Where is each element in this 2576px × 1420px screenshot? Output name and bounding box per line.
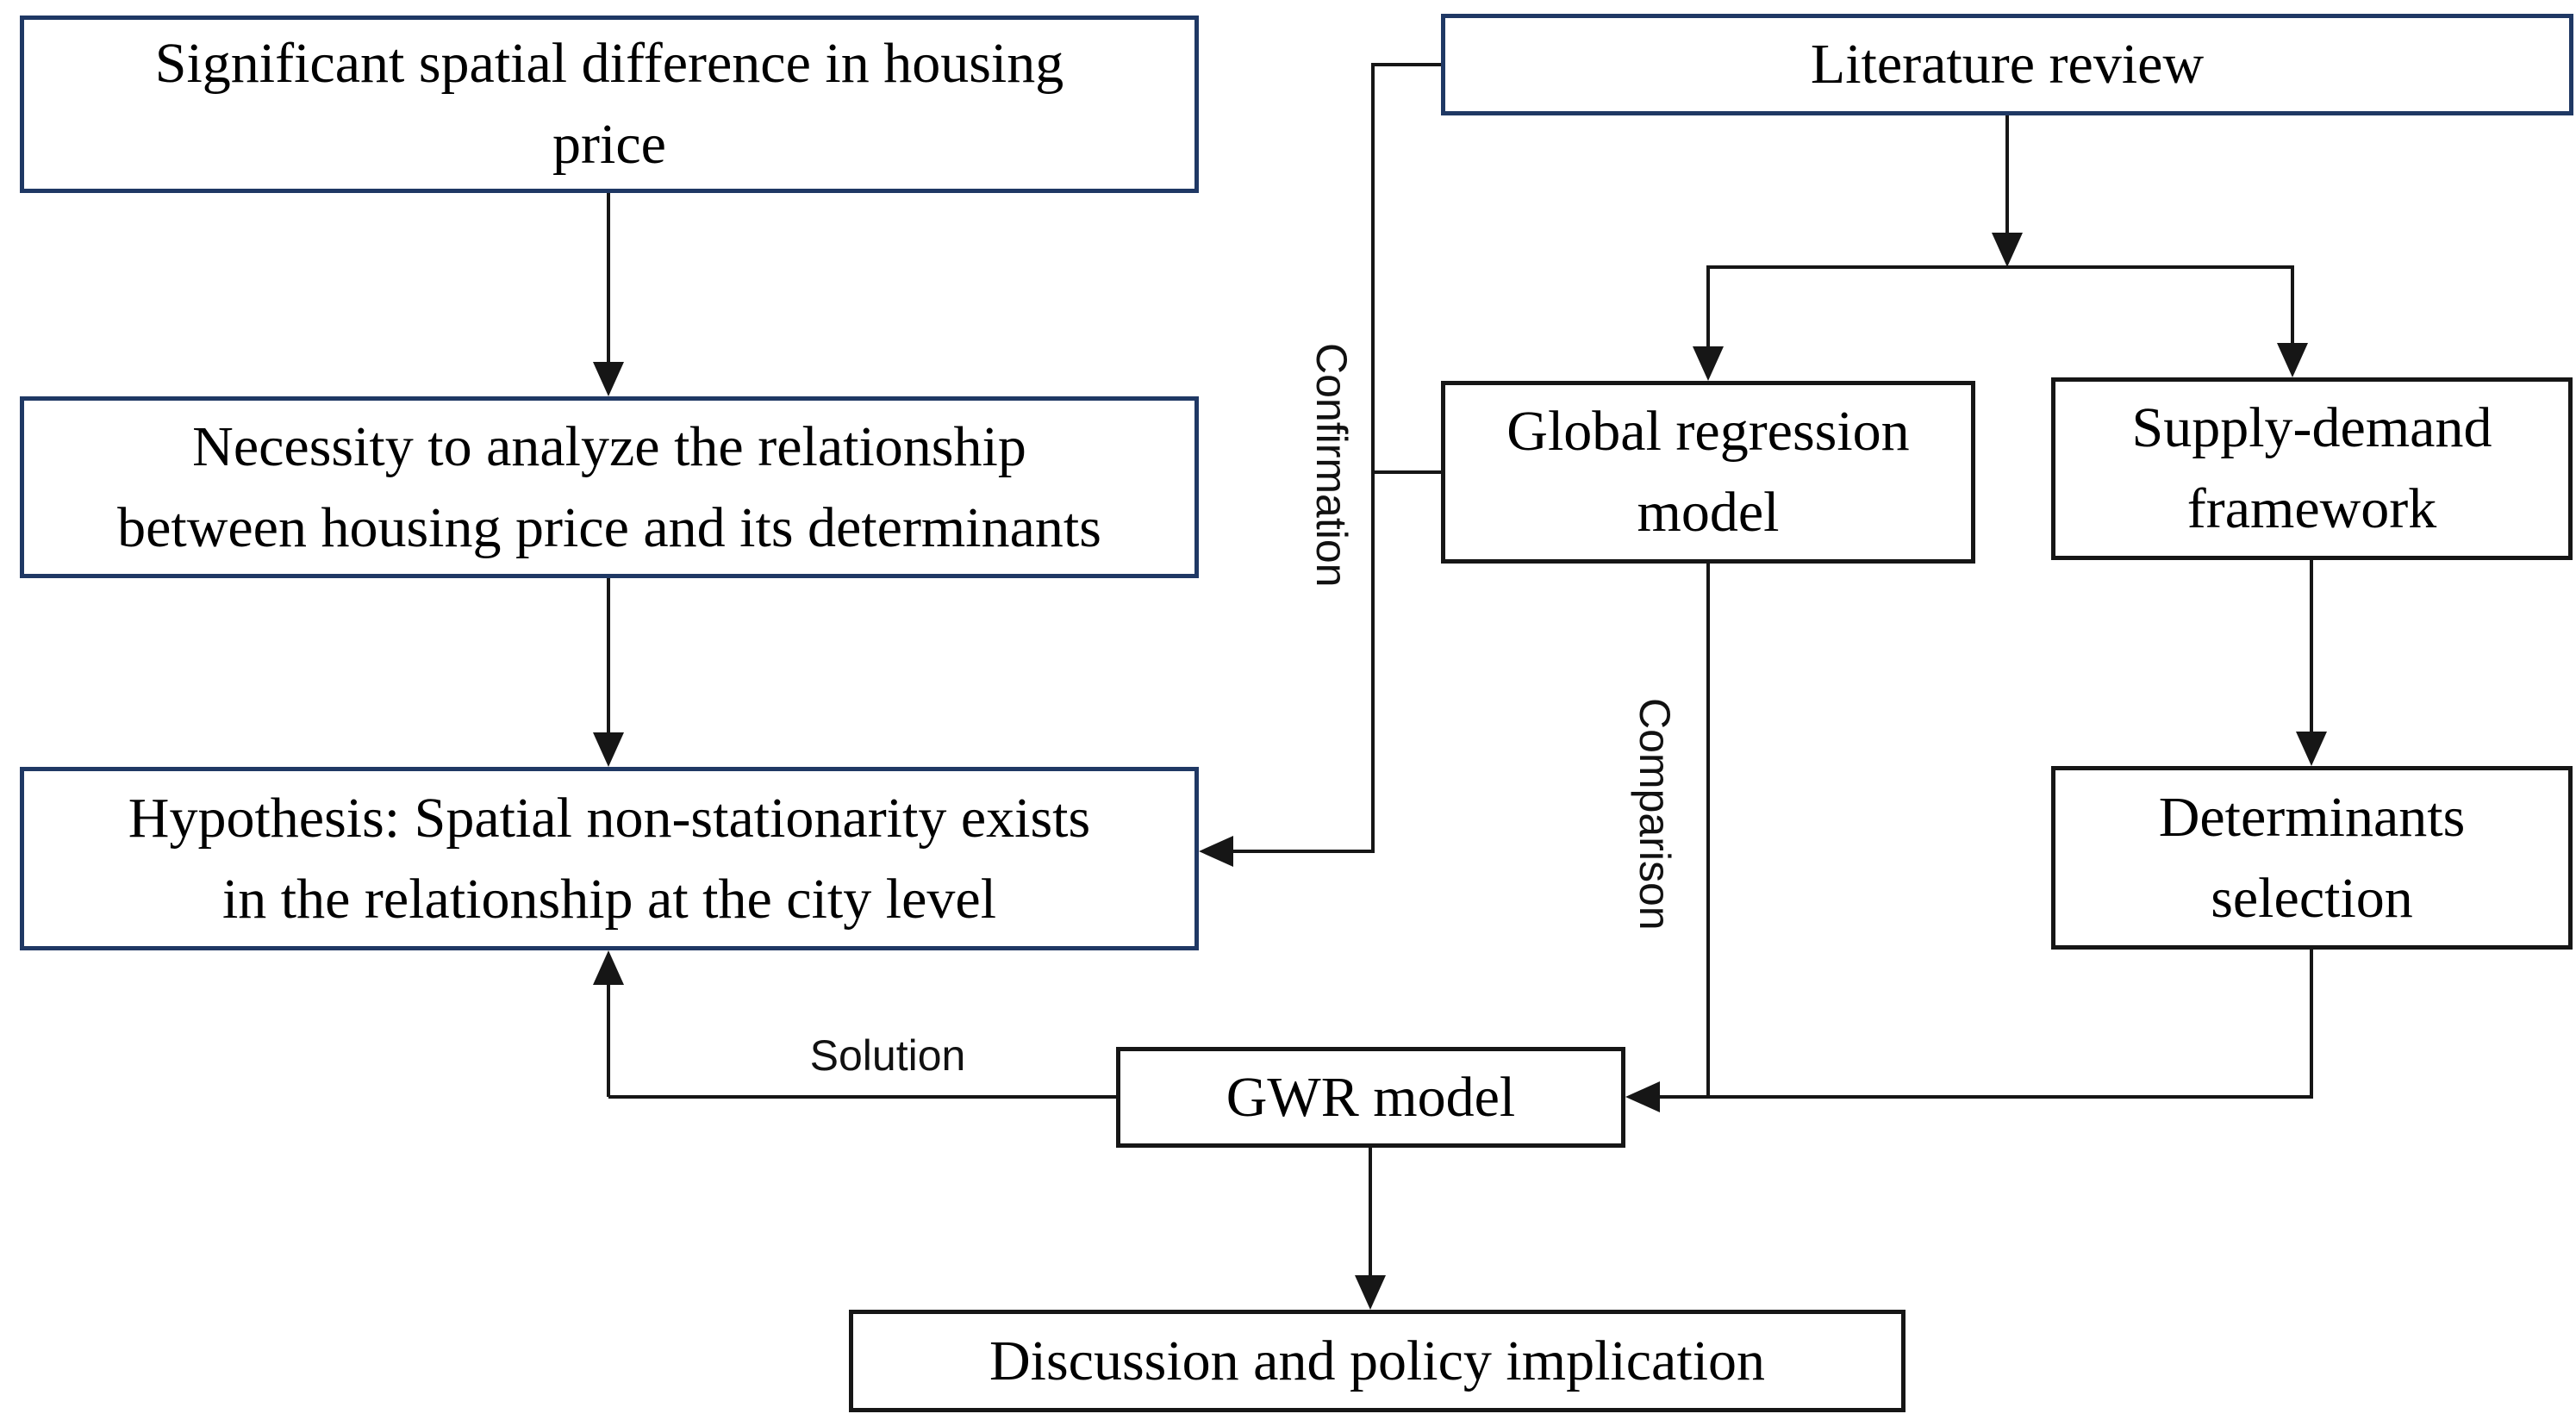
arrow-gwr-to-discussion-head-icon <box>1355 1275 1386 1310</box>
comparison-vertical-line <box>1706 564 1710 1099</box>
box-discussion-line1: Discussion and policy implication <box>989 1329 1766 1392</box>
confirmation-top-stub-line <box>1373 63 1441 66</box>
box-significant-line2: price <box>552 113 666 176</box>
arrow-literature-to-branch-head-icon <box>1992 233 2023 267</box>
arrow-literature-to-branch-line <box>2005 115 2009 233</box>
box-supply-demand-line2: framework <box>2186 477 2437 540</box>
box-supply-demand-line1: Supply-demand <box>2131 396 2492 460</box>
box-discussion-policy-implication: Discussion and policy implication <box>849 1310 1905 1412</box>
arrow-supply-demand-to-determinants-line <box>2310 560 2313 732</box>
confirmation-bottom-horizontal-line <box>1233 850 1373 853</box>
box-literature-review: Literature review <box>1441 14 2573 115</box>
arrow-branch-to-supply-demand-line <box>2291 265 2294 345</box>
box-determinants-line1: Determinants <box>2158 785 2466 849</box>
arrow-into-gwr-head-icon <box>1625 1081 1660 1112</box>
confirmation-vertical-line <box>1371 63 1375 853</box>
box-necessity-line2: between housing price and its determinan… <box>117 495 1101 559</box>
box-global-regression-model: Global regression model <box>1441 381 1975 564</box>
confirmation-global-regression-stub-line <box>1373 470 1441 474</box>
arrow-significant-to-necessity-head-icon <box>593 362 624 396</box>
box-hypothesis: Hypothesis: Spatial non-stationarity exi… <box>20 767 1199 950</box>
confirmation-label: Confirmation <box>1307 343 1356 588</box>
determinants-to-gwr-horizontal-line <box>1660 1095 2311 1099</box>
box-determinants-selection: Determinants selection <box>2051 766 2573 950</box>
arrow-gwr-to-discussion-line <box>1369 1148 1372 1277</box>
box-hypothesis-line2: in the relationship at the city level <box>221 867 997 931</box>
arrow-solution-to-hypothesis-head-icon <box>593 950 624 985</box>
arrow-branch-to-supply-demand-head-icon <box>2277 343 2308 377</box>
box-necessity-to-analyze: Necessity to analyze the relationship be… <box>20 396 1199 578</box>
arrow-necessity-to-hypothesis-head-icon <box>593 732 624 767</box>
branch-horizontal-line <box>1708 265 2294 269</box>
comparison-label: Comparison <box>1631 698 1679 931</box>
arrow-supply-demand-to-determinants-head-icon <box>2296 732 2327 766</box>
box-global-regression-line1: Global regression <box>1506 400 1910 464</box>
box-hypothesis-line1: Hypothesis: Spatial non-stationarity exi… <box>128 786 1091 850</box>
solution-vertical-line <box>607 985 610 1097</box>
box-literature-line1: Literature review <box>1810 33 2205 97</box>
arrow-necessity-to-hypothesis-line <box>607 578 610 733</box>
arrow-confirmation-to-hypothesis-head-icon <box>1199 836 1233 867</box>
box-determinants-line2: selection <box>2211 866 2413 930</box>
box-significant-line1: Significant spatial difference in housin… <box>154 32 1064 96</box>
arrow-significant-to-necessity-line <box>607 193 610 362</box>
solution-horizontal-line <box>608 1095 1116 1099</box>
arrow-branch-to-global-regression-line <box>1706 265 1710 348</box>
box-necessity-line1: Necessity to analyze the relationship <box>192 414 1026 478</box>
box-gwr-line1: GWR model <box>1226 1065 1516 1129</box>
solution-label: Solution <box>809 1031 966 1080</box>
arrow-branch-to-global-regression-head-icon <box>1693 346 1724 381</box>
box-significant-spatial-difference: Significant spatial difference in housin… <box>20 16 1199 193</box>
determinants-to-gwr-vertical-line <box>2310 950 2313 1099</box>
box-gwr-model: GWR model <box>1116 1047 1625 1148</box>
box-supply-demand-framework: Supply-demand framework <box>2051 377 2573 560</box>
box-global-regression-line2: model <box>1637 481 1780 544</box>
